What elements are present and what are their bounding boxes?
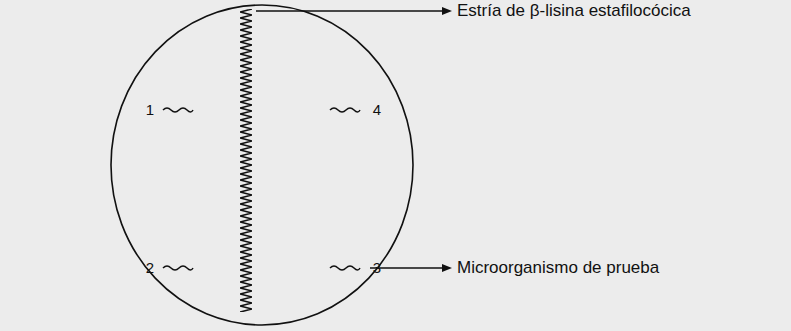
callout-number: 3 (373, 259, 381, 276)
arrow-head (442, 264, 452, 272)
staphylococcal-streak (240, 9, 252, 312)
petri-dish (111, 5, 413, 325)
test-streak (330, 108, 360, 112)
arrow-head (442, 7, 452, 15)
callout-number: 4 (373, 101, 381, 118)
callout-label: Estría de β-lisina estafilocócica (457, 1, 691, 21)
test-streak (330, 266, 360, 270)
callout-label: Microorganismo de prueba (457, 258, 659, 278)
test-streak (163, 266, 193, 270)
callout-number: 1 (146, 101, 154, 118)
test-streak (163, 108, 193, 112)
callout-number: 2 (146, 259, 154, 276)
leader-line (256, 10, 444, 11)
